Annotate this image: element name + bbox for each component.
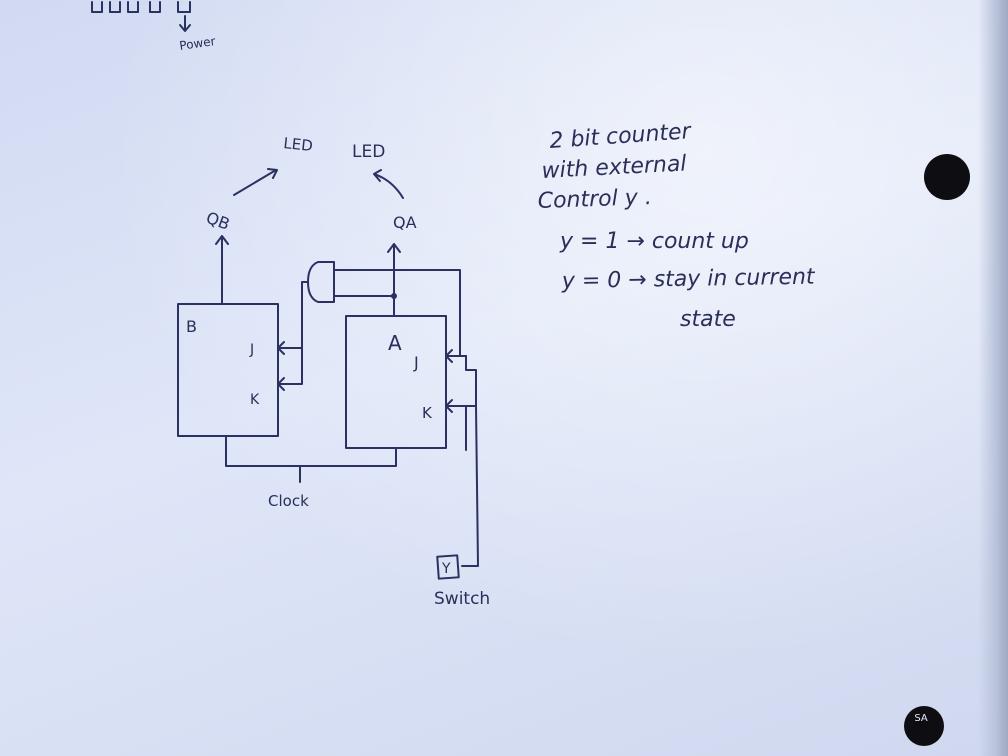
clock-wire	[225, 435, 397, 483]
gate-to-b-jk-wire	[277, 281, 309, 391]
y-bus-wire	[461, 355, 479, 567]
qb-label: QB	[204, 208, 233, 234]
qa-to-led-arrow	[373, 169, 404, 199]
flipflop-b-name: B	[186, 317, 197, 336]
note-line-5: y = 0 → stay in current	[561, 265, 816, 294]
switch-box-label: Y	[441, 561, 451, 577]
flipflop-b-body	[177, 303, 279, 437]
flipflop-b-k: K	[250, 392, 260, 408]
qb-to-led-arrow	[233, 168, 278, 196]
corner-badge: SA	[906, 713, 936, 731]
punch-hole-top	[924, 154, 970, 200]
and-gate	[307, 261, 335, 303]
punch-hole-bottom	[904, 706, 944, 746]
switch-label: Switch	[434, 589, 490, 609]
note-line-4: y = 1 → count up	[559, 229, 749, 254]
note-line-1: 2 bit counter	[549, 119, 694, 154]
flipflop-b-j: J	[249, 342, 254, 358]
switch-box	[436, 554, 460, 580]
y-to-a-j-wire	[445, 349, 467, 363]
note-line-6: state	[680, 307, 736, 332]
note-line-3: Control y .	[537, 185, 652, 214]
flipflop-a-j: J	[413, 353, 419, 372]
y-to-a-k-wire	[445, 399, 467, 413]
qb-output-arrow	[215, 235, 229, 305]
qa-junction-dot	[391, 293, 397, 299]
clock-label: Clock	[268, 492, 309, 510]
corner-badge-label: SA	[914, 713, 928, 724]
led-b-label: LED	[283, 134, 314, 155]
led-a-label: LED	[352, 142, 385, 162]
notes-block: 2 bit counter with external Control y . …	[537, 119, 816, 332]
flipflop-a-k: K	[422, 404, 433, 422]
y-to-gate-wire	[333, 269, 461, 357]
note-line-2: with external	[541, 151, 687, 184]
power-label: Power	[178, 34, 216, 53]
qa-output-arrow	[387, 243, 401, 317]
flipflop-a-name: A	[388, 331, 402, 355]
paper-edge-shadow	[978, 0, 1008, 756]
top-scribble	[91, 1, 191, 32]
power-arrow	[179, 15, 191, 32]
qa-label: QA	[393, 213, 417, 232]
